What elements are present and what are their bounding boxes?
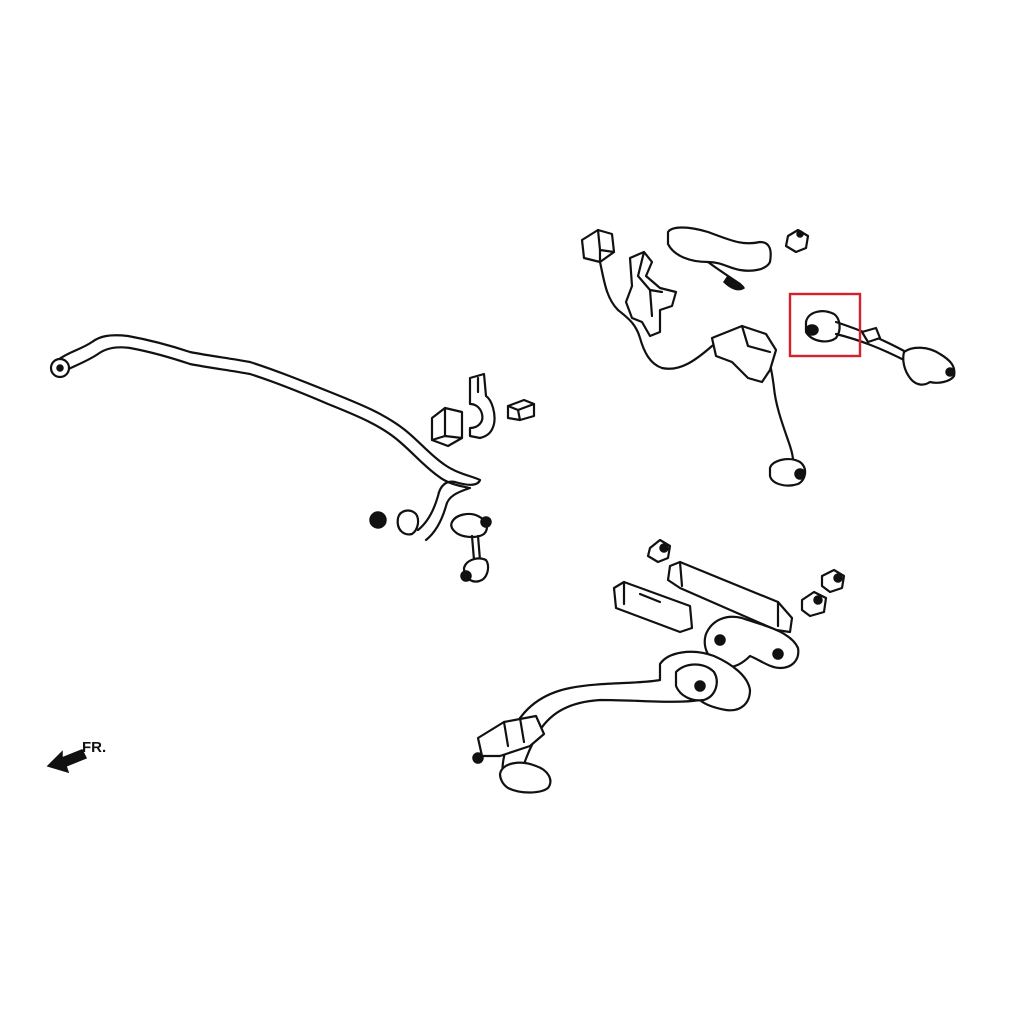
abs-sensor-connector	[580, 228, 616, 264]
stabilizer-bracket	[468, 372, 496, 440]
front-direction-indicator: FR.	[46, 739, 106, 774]
stabilizer-end-link	[450, 512, 492, 583]
abs-sensor-wire	[598, 260, 795, 474]
knuckle-body	[710, 324, 778, 384]
bracket-bolt	[506, 398, 536, 422]
highlight-box	[788, 292, 862, 358]
lower-arm-bushing-a	[646, 538, 672, 564]
lower-control-arm	[498, 650, 752, 794]
knuckle-bracket	[624, 250, 678, 338]
front-direction-label: FR.	[82, 739, 106, 756]
lateral-arm	[804, 310, 956, 386]
stabilizer-bar	[49, 334, 482, 542]
upper-arm-link	[612, 580, 694, 634]
inner-bushing	[472, 714, 546, 764]
stabilizer-link-bushing	[369, 509, 420, 536]
toe-link	[666, 560, 794, 634]
abs-sensor-head	[768, 458, 807, 487]
trailing-arm	[703, 615, 800, 670]
lower-arm-bushing-b	[800, 568, 846, 618]
stabilizer-bushing	[430, 406, 464, 448]
mounting-plate	[666, 226, 772, 291]
front-arrow-icon	[46, 749, 88, 774]
upper-bushing	[784, 228, 810, 254]
